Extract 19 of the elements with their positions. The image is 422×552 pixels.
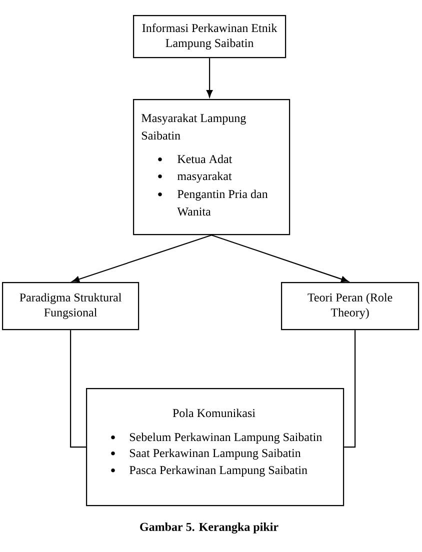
- arrow: [72, 234, 212, 282]
- list-item: Pengantin Pria dan Wanita: [177, 190, 268, 216]
- process-box: Informasi Perkawinan Etnik Lampung Saibatin: [133, 15, 286, 58]
- arrow: [211, 234, 349, 282]
- arrow: [206, 58, 213, 98]
- list-item: Ketua Adat: [178, 154, 232, 164]
- list-item: Saat Perkawinan Lampung Saibatin: [130, 448, 301, 460]
- list-item: masyarakat: [177, 172, 232, 183]
- box-heading: Masyarakat Lampung Saibatin: [142, 114, 246, 140]
- box-heading: Pola Komunikasi: [172, 408, 256, 418]
- process-box: Teori Peran (Role Theory): [281, 282, 420, 330]
- connector-line: [344, 330, 356, 448]
- connector-line: [70, 330, 86, 448]
- process-box: [86, 388, 344, 506]
- list-item: Pasca Perkawinan Lampung Saibatin: [130, 466, 308, 477]
- process-box: Paradigma Struktural Fungsional: [2, 282, 140, 330]
- caption: Gambar 5. Kerangka pikir: [140, 522, 278, 534]
- list-item: Sebelum Perkawinan Lampung Saibatin: [130, 432, 322, 444]
- process-box: [133, 99, 290, 236]
